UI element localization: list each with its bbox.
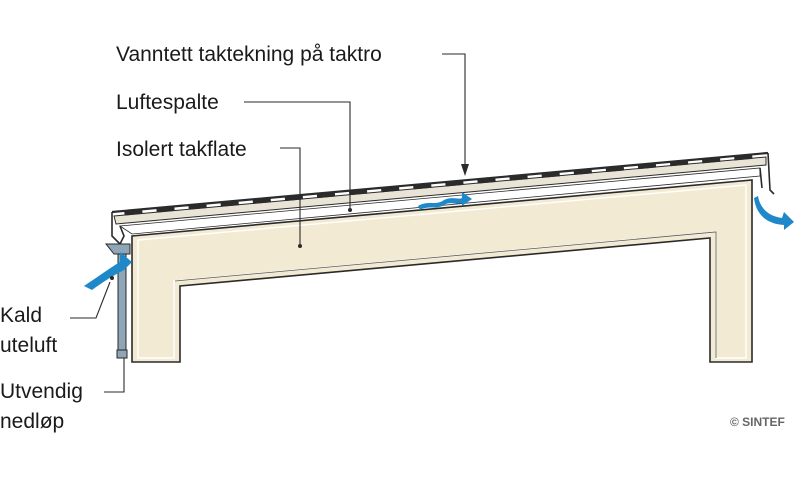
membrane-segment [445, 180, 464, 187]
membrane-segment [413, 183, 432, 190]
label-cold-air-1: Kald [0, 304, 42, 327]
membrane-segment [702, 157, 721, 164]
leader-air-gap [244, 101, 351, 208]
membrane-segment [541, 172, 560, 178]
right-eave-flashing [759, 152, 775, 195]
label-air-gap: Luftespalte [116, 91, 219, 114]
roofing-membrane [111, 151, 769, 214]
leader-dot [298, 244, 302, 248]
membrane-segment [509, 175, 528, 181]
airflow-arrow-icon [418, 192, 472, 210]
airflow-arrow-icon [754, 196, 794, 230]
leader-cold-air [70, 281, 111, 319]
membrane-segment [348, 189, 368, 196]
membrane-segment [734, 154, 753, 161]
downpipe-top [104, 243, 131, 255]
label-insulated-roof: Isolert takflate [116, 138, 247, 161]
copyright-text: © SINTEF [730, 415, 785, 429]
membrane-segment [220, 201, 239, 207]
label-roofing: Vanntett taktekning på taktro [116, 43, 382, 66]
airflow-arrow-icon [84, 252, 132, 290]
roofing-membrane-pattern [124, 154, 753, 216]
label-cold-air-2: uteluft [0, 334, 57, 357]
membrane-segment [124, 209, 143, 216]
membrane-segment [188, 204, 207, 210]
membrane-segment [573, 169, 592, 175]
leader-downpipe [104, 358, 125, 393]
leader-dot [110, 276, 114, 280]
insulation-inner-line [174, 231, 717, 358]
leader-roofing [442, 53, 466, 168]
insulated-roof-body [131, 179, 753, 363]
leader-dot [348, 208, 352, 212]
label-downpipe-2: nedløp [0, 410, 64, 433]
membrane-segment [477, 178, 496, 184]
leader-arrowhead-icon [461, 164, 469, 176]
leader-insulated-roof [280, 147, 301, 244]
membrane-segment [156, 206, 175, 213]
membrane-segment [669, 160, 689, 167]
label-downpipe-1: Utvendig [0, 380, 83, 403]
membrane-segment [252, 198, 271, 204]
membrane-segment [381, 186, 400, 193]
membrane-segment [605, 166, 625, 173]
membrane-segment [316, 192, 336, 199]
membrane-segment [637, 163, 657, 170]
downpipe-end [116, 349, 128, 359]
